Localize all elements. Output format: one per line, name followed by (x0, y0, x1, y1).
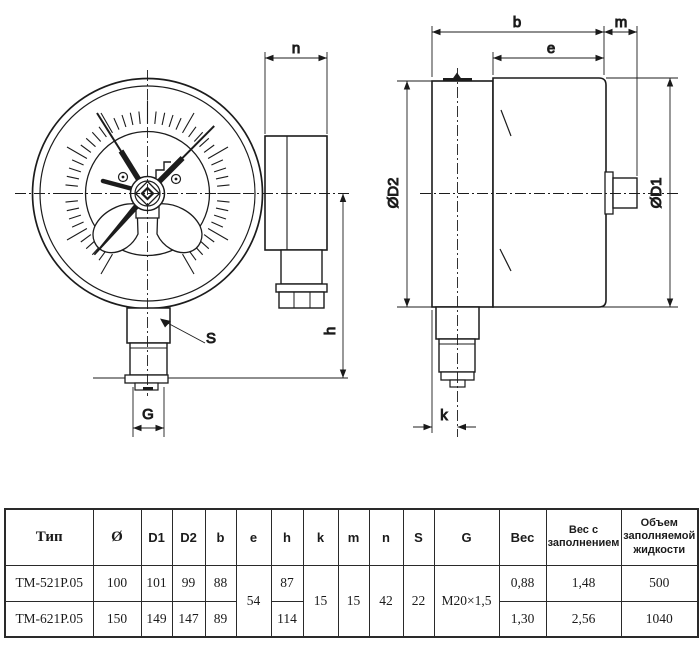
header-weight: Вес (498, 508, 547, 566)
dimension-d2 (397, 80, 432, 307)
table-row: ТМ-621Р.05 150 149 147 89 114 1,30 2,56 … (4, 600, 699, 638)
dimension-d1 (606, 77, 678, 307)
label-s: S (206, 330, 216, 347)
header-n: n (368, 508, 404, 566)
cell-h: 87 (270, 564, 304, 602)
cell-g-merged: М20×1,5 (433, 564, 500, 638)
adjust-knob (604, 171, 638, 215)
table-row: ТМ-521Р.05 100 101 99 88 54 87 15 15 42 … (4, 564, 699, 638)
label-b: b (513, 14, 521, 31)
set-pointer-left (96, 112, 142, 182)
header-b: b (204, 508, 237, 566)
label-e: e (547, 40, 555, 57)
header-type: Тип (4, 508, 94, 566)
side-view: b m e ØD2 ØD1 k (385, 14, 680, 437)
header-m: m (337, 508, 370, 566)
header-k: k (302, 508, 339, 566)
contact-screw-left (117, 171, 129, 183)
cell-d1: 149 (140, 600, 173, 638)
filler-plug (443, 72, 472, 81)
cell-k-merged: 15 (302, 564, 339, 638)
header-fill-volume: Объем заполняемой жидкости (620, 508, 699, 566)
table-header-row: Тип Ø D1 D2 b e h k m n S G Вес Вес с за… (4, 508, 699, 566)
label-d1: ØD1 (648, 178, 665, 209)
glass-mark-top (500, 109, 512, 137)
cell-weight-filled: 1,48 (545, 564, 622, 602)
front-centerlines (15, 70, 352, 396)
stem-neck (126, 307, 171, 344)
label-m: m (615, 14, 628, 31)
cell-b: 88 (204, 564, 237, 602)
contact-arm-left (100, 178, 136, 192)
label-d2: ØD2 (385, 178, 402, 209)
header-e: e (235, 508, 272, 566)
glass-mark-bottom (499, 248, 512, 272)
cell-type: ТМ-621Р.05 (4, 600, 94, 638)
cell-n-merged: 42 (368, 564, 404, 638)
cell-weight: 0,88 (498, 564, 547, 602)
dimension-n (264, 52, 328, 134)
case-back (431, 80, 494, 308)
cell-h: 114 (270, 600, 304, 638)
front-view: n S G h (15, 40, 352, 437)
cell-d2: 147 (171, 600, 206, 638)
cell-dia: 150 (92, 600, 142, 638)
label-h: h (322, 327, 339, 335)
cell-e-merged: 54 (235, 564, 272, 638)
junction-box (264, 135, 328, 251)
set-pointer-right (156, 125, 215, 184)
header-g: G (433, 508, 500, 566)
header-dia: Ø (92, 508, 142, 566)
leader-s (160, 318, 206, 344)
specification-table: Тип Ø D1 D2 b e h k m n S G Вес Вес с за… (4, 508, 699, 638)
cell-m-merged: 15 (337, 564, 370, 638)
label-n: n (292, 40, 300, 57)
header-d1: D1 (140, 508, 173, 566)
cell-fill-volume: 1040 (620, 600, 699, 638)
contact-bracket-right (155, 161, 171, 178)
stem-washer (124, 374, 169, 384)
cell-d2: 99 (171, 564, 206, 602)
contact-screw-right (170, 173, 182, 185)
front-stem (124, 307, 171, 391)
main-pointer (93, 202, 141, 256)
header-d2: D2 (171, 508, 206, 566)
cable-gland (275, 249, 328, 309)
cell-dia: 100 (92, 564, 142, 602)
gauge-drawing: n S G h (15, 14, 680, 437)
cell-type: ТМ-521Р.05 (4, 564, 94, 602)
dial-window-right (156, 203, 203, 254)
header-weight-filled: Вес с заполнением (545, 508, 622, 566)
cell-fill-volume: 500 (620, 564, 699, 602)
header-h: h (270, 508, 304, 566)
cell-b: 89 (204, 600, 237, 638)
cell-weight: 1,30 (498, 600, 547, 638)
header-s: S (402, 508, 435, 566)
dimension-k (413, 310, 476, 433)
cell-s-merged: 22 (402, 564, 435, 638)
side-centerlines (420, 68, 680, 437)
cell-d1: 101 (140, 564, 173, 602)
cell-weight-filled: 2,56 (545, 600, 622, 638)
label-g: G (142, 406, 154, 423)
dimension-m (604, 26, 638, 176)
dimension-g (132, 387, 165, 437)
case-body (492, 77, 607, 308)
dimension-e (492, 52, 604, 75)
label-k: k (440, 407, 448, 424)
